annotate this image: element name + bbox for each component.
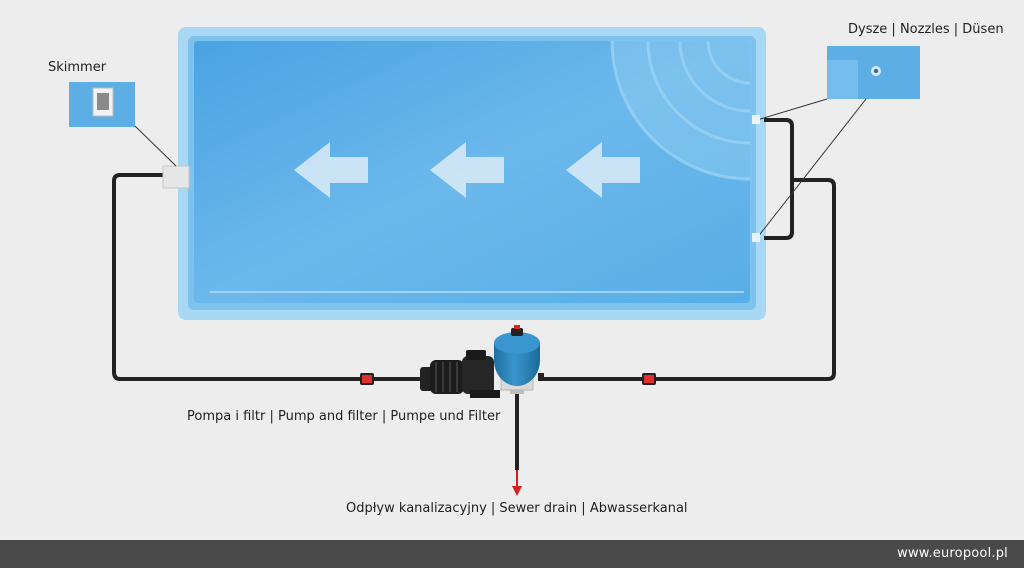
sewer-drain-label: Odpływ kanalizacyjny | Sewer drain | Abw…: [346, 501, 688, 516]
footer-bar: www.europool.pl: [0, 540, 1024, 568]
nozzle-callout-line-bottom: [756, 98, 867, 239]
suction-pipe: [112, 173, 420, 381]
filter-tank: [494, 325, 544, 394]
nozzle-pipe: [764, 118, 794, 240]
valve-left: [360, 373, 374, 385]
flow-arrow-left-icon: [430, 142, 504, 198]
nozzle-callout-line-top: [756, 98, 828, 121]
website-link[interactable]: www.europool.pl: [897, 546, 1008, 561]
skimmer-inset: [69, 82, 135, 127]
pool: [178, 27, 766, 320]
arrow-down-icon: [512, 486, 522, 496]
pipes: [112, 118, 836, 470]
pool-corner-steps: [610, 40, 751, 181]
flow-arrow-left-icon: [566, 142, 640, 198]
pump: [420, 350, 500, 398]
skimmer-callout-line: [134, 125, 177, 167]
flow-arrows: [294, 142, 640, 198]
valve-right: [642, 373, 656, 385]
pump-filter-label: Pompa i filtr | Pump and filter | Pumpe …: [187, 409, 501, 424]
nozzle-inset: [827, 46, 920, 99]
drain-arrow: [512, 470, 522, 496]
nozzles-label: Dysze | Nozzles | Düsen: [848, 22, 1004, 37]
step-shading: [612, 41, 750, 179]
nozzle-bottom: [752, 233, 760, 242]
skimmer-label: Skimmer: [48, 60, 107, 75]
return-pipe: [540, 178, 836, 381]
skimmer-body: [162, 165, 190, 189]
flow-arrow-left-icon: [294, 142, 368, 198]
nozzle-top: [752, 115, 760, 124]
